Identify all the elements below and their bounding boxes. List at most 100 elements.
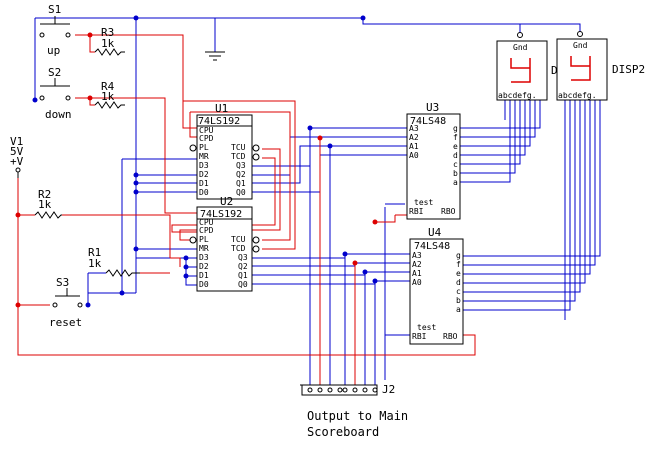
red-junction-dots bbox=[15, 32, 378, 308]
u1-pin-r3: Q2 bbox=[236, 170, 246, 179]
u4-pin-r3: d bbox=[456, 278, 461, 287]
u2-pin-l7: D0 bbox=[199, 280, 209, 289]
j2-caption-2: Scoreboard bbox=[307, 425, 379, 439]
v1-plus: +V bbox=[10, 155, 24, 168]
u1-pin-l5: D2 bbox=[199, 170, 209, 179]
u1-pin-l1: CPD bbox=[199, 134, 214, 143]
r2-val: 1k bbox=[38, 198, 52, 211]
chip-u1: U1 74LS192 CPU CPD PL MR D3 D2 D1 D0 TCU… bbox=[189, 102, 260, 200]
component-labels: S1 up S2 down S3 reset R3 1k R4 1k R1 1k… bbox=[10, 3, 115, 329]
r3-val: 1k bbox=[101, 37, 115, 50]
u1-pin-l4: D3 bbox=[199, 161, 209, 170]
disp1-segs: abcdefg. bbox=[498, 91, 537, 100]
disp1-gnd: Gnd bbox=[513, 43, 528, 52]
chip-u3: U3 74LS48 A3 A2 A1 A0 g f e d c b a test… bbox=[406, 101, 461, 220]
u1-part: 74LS192 bbox=[198, 116, 240, 127]
r4-val: 1k bbox=[101, 90, 115, 103]
r4-ref: R4 bbox=[101, 80, 115, 93]
r1-val: 1k bbox=[88, 257, 102, 270]
connector-j2: J2 Output to Main Scoreboard bbox=[301, 383, 408, 439]
u2-pin-r4: Q1 bbox=[238, 271, 248, 280]
v1-ref: V1 bbox=[10, 135, 23, 148]
u3-ref: U3 bbox=[426, 101, 439, 114]
u1-pin-r2: Q3 bbox=[236, 161, 246, 170]
u3-pin-r5: b bbox=[453, 169, 458, 178]
u1-pin-r1: TCD bbox=[231, 152, 246, 161]
s3-ref: S3 bbox=[56, 276, 69, 289]
u2-pin-l4: D3 bbox=[199, 253, 209, 262]
u2-pin-r2: Q3 bbox=[238, 253, 248, 262]
r3-ref: R3 bbox=[101, 26, 114, 39]
chip-u2: U2 74LS192 CPU CPD PL MR D3 D2 D1 D0 TCU… bbox=[189, 195, 260, 292]
u3-pin-r6: a bbox=[453, 178, 458, 187]
u3-pin-l1: A2 bbox=[409, 133, 419, 142]
u1-pin-l3: MR bbox=[199, 152, 209, 161]
u4-pin-r5: b bbox=[456, 296, 461, 305]
u2-pin-l0: CPU bbox=[199, 218, 214, 227]
j2-ref: J2 bbox=[382, 383, 395, 396]
u3-pin-l0: A3 bbox=[409, 124, 419, 133]
u2-pin-r5: Q0 bbox=[238, 280, 248, 289]
u2-ref: U2 bbox=[220, 195, 233, 208]
u1-pin-l0: CPU bbox=[199, 126, 214, 135]
r2-ref: R2 bbox=[38, 188, 51, 201]
u2-pin-r3: Q2 bbox=[238, 262, 248, 271]
u4-pin-l1: A2 bbox=[412, 260, 422, 269]
switch-terminals bbox=[15, 32, 83, 308]
disp1-ref-partial: D bbox=[551, 64, 558, 77]
disp2-segs: abcdefg. bbox=[558, 91, 597, 100]
chip-u4: U4 74LS48 A3 A2 A1 A0 g f e d c b a test… bbox=[409, 226, 464, 345]
u3-pin-l3: A0 bbox=[409, 151, 419, 160]
u4-ref: U4 bbox=[428, 226, 442, 239]
u4-pin-l2: A1 bbox=[412, 269, 422, 278]
blue-wires bbox=[34, 17, 601, 385]
u4-pin-r1: f bbox=[456, 260, 461, 269]
u4-pin-r6: a bbox=[456, 305, 461, 314]
u3-pin-r4: c bbox=[453, 160, 458, 169]
u4-pin-r4: c bbox=[456, 287, 461, 296]
u2-pin-r1: TCD bbox=[231, 244, 246, 253]
u3-part: 74LS48 bbox=[410, 116, 446, 127]
display-1: Gnd abcdefg. D bbox=[496, 32, 558, 101]
u3-rbo: RBO bbox=[441, 207, 456, 216]
u1-ref: U1 bbox=[215, 102, 228, 115]
s1-label: up bbox=[47, 44, 60, 57]
disp2-gnd: Gnd bbox=[573, 41, 588, 50]
u1-pin-l7: D0 bbox=[199, 188, 209, 197]
u3-pin-l2: A1 bbox=[409, 142, 419, 151]
u4-part: 74LS48 bbox=[414, 241, 450, 252]
u3-rbi: RBI bbox=[409, 207, 424, 216]
u2-pin-r0: TCU bbox=[231, 235, 246, 244]
s3-label: reset bbox=[49, 316, 82, 329]
u2-pin-l1: CPD bbox=[199, 226, 214, 235]
s2-ref: S2 bbox=[48, 66, 61, 79]
u3-pin-r3: d bbox=[453, 151, 458, 160]
j2-caption-1: Output to Main bbox=[307, 409, 408, 423]
r1-ref: R1 bbox=[88, 246, 101, 259]
u2-pin-l2: PL bbox=[199, 235, 209, 244]
u3-pin-r1: f bbox=[453, 133, 458, 142]
disp2-ref: DISP2 bbox=[612, 63, 645, 76]
u1-pin-r4: Q1 bbox=[236, 179, 246, 188]
junction-dots bbox=[32, 15, 378, 308]
u2-pin-l5: D2 bbox=[199, 262, 209, 271]
s2-label: down bbox=[45, 108, 72, 121]
u4-pin-l3: A0 bbox=[412, 278, 422, 287]
u4-test: test bbox=[417, 323, 436, 332]
u3-pin-r2: e bbox=[453, 142, 458, 151]
u4-pin-l0: A3 bbox=[412, 251, 422, 260]
display-2: Gnd abcdefg. DISP2 bbox=[556, 31, 645, 101]
u2-pin-l6: D1 bbox=[199, 271, 209, 280]
u2-pin-l3: MR bbox=[199, 244, 209, 253]
v1-val: 5V bbox=[10, 145, 24, 158]
s1-ref: S1 bbox=[48, 3, 61, 16]
u1-pin-r0: TCU bbox=[231, 143, 246, 152]
u4-rbi: RBI bbox=[412, 332, 427, 341]
u4-pin-r0: g bbox=[456, 251, 461, 260]
u2-part: 74LS192 bbox=[200, 209, 242, 220]
u1-pin-l2: PL bbox=[199, 143, 209, 152]
u1-pin-l6: D1 bbox=[199, 179, 209, 188]
u4-pin-r2: e bbox=[456, 269, 461, 278]
u3-test: test bbox=[414, 198, 433, 207]
